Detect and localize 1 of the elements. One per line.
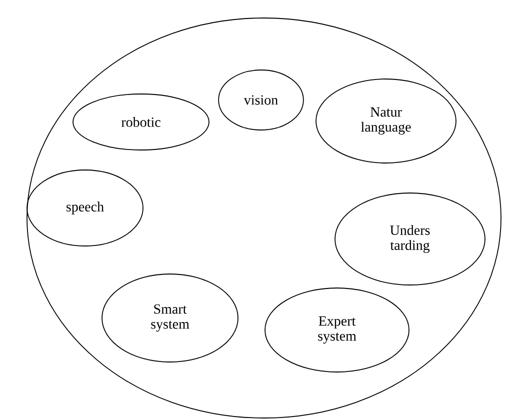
ellipse-shape <box>26 18 502 418</box>
